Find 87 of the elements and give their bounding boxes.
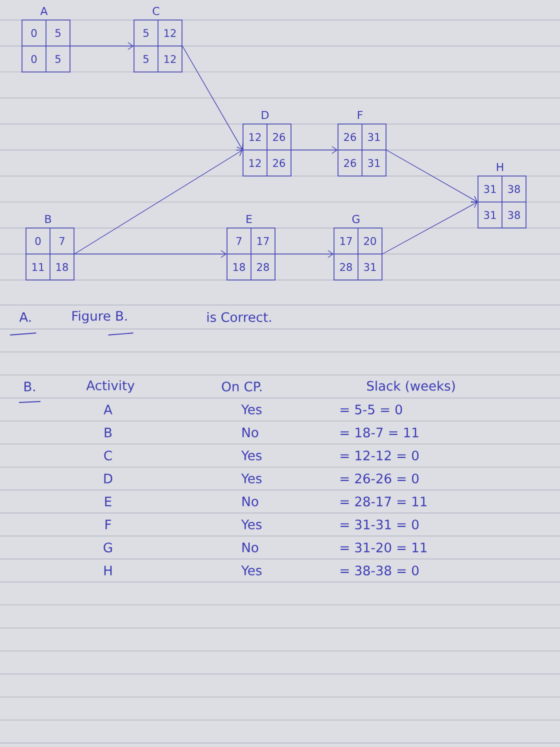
- node-label: 26: [344, 133, 356, 141]
- arrow: [291, 146, 338, 154]
- activity-box: 0 7 11 18: [26, 228, 74, 280]
- activity-letter: E: [246, 215, 252, 224]
- table-cell: = 38-38 = 0: [340, 566, 419, 576]
- node-label: 18: [56, 263, 68, 271]
- activity-letter: H: [496, 163, 504, 172]
- activity-box: 26 31 26 31: [338, 124, 386, 176]
- node-label: 18: [233, 263, 245, 271]
- node-label: 12: [164, 55, 176, 63]
- arrow: [275, 250, 334, 258]
- node-label: 5: [143, 29, 148, 37]
- arrow: [74, 250, 227, 258]
- node-label: 0: [35, 237, 41, 245]
- column-header: Slack (weeks): [367, 380, 455, 392]
- node-label: 17: [257, 237, 269, 245]
- table-cell: = 12-12 = 0: [340, 450, 419, 460]
- table-cell: E: [105, 496, 112, 506]
- table-cell: Yes: [241, 566, 262, 576]
- activity-box: 31 38 31 38: [478, 176, 526, 228]
- answer-text: is Correct.: [207, 312, 271, 322]
- table-cell: = 26-26 = 0: [340, 474, 419, 484]
- activity-letter: G: [352, 214, 360, 224]
- activity-letter: F: [358, 111, 363, 119]
- node-label: 28: [340, 263, 352, 271]
- arrow: [382, 201, 478, 254]
- table-cell: = 18-7 = 11: [340, 428, 418, 438]
- activity-letter: C: [152, 6, 160, 16]
- node-label: 38: [508, 185, 520, 193]
- node-label: 38: [508, 211, 520, 219]
- node-label: 12: [249, 133, 261, 141]
- table-cell: No: [242, 428, 258, 438]
- node-label: 17: [340, 237, 352, 245]
- node-label: 12: [249, 159, 261, 167]
- table-cell: = 28-17 = 11: [340, 496, 426, 506]
- node-label: 20: [364, 237, 376, 245]
- table-cell: G: [104, 542, 112, 552]
- node-label: 26: [344, 159, 356, 167]
- node-label: 31: [484, 211, 496, 219]
- column-header: Activity: [86, 380, 134, 393]
- table-cell: Yes: [241, 474, 262, 484]
- node-label: 31: [368, 159, 380, 167]
- table-cell: No: [242, 542, 258, 552]
- table-cell: H: [104, 566, 112, 576]
- activity-letter: B: [45, 215, 51, 224]
- column-header: On CP.: [222, 382, 262, 392]
- node-label: 5: [55, 55, 60, 63]
- node-label: 12: [164, 29, 176, 37]
- arrow: [70, 42, 134, 50]
- node-label: 7: [236, 237, 242, 245]
- answer-text: Figure B.: [72, 310, 127, 324]
- activity-box: 17 20 28 31: [334, 228, 382, 280]
- table-cell: Yes: [241, 404, 262, 414]
- node-label: 31: [484, 185, 496, 193]
- table-cell: Yes: [241, 450, 262, 460]
- activity-letter: D: [262, 111, 269, 119]
- question-number: B.: [24, 382, 35, 392]
- arrow: [182, 46, 244, 150]
- node-label: 0: [31, 29, 37, 37]
- activity-box: 0 5 0 5: [22, 20, 70, 72]
- node-label: 0: [31, 55, 37, 63]
- node-label: 7: [60, 237, 64, 245]
- table-cell: Yes: [241, 520, 262, 530]
- node-label: 5: [143, 55, 148, 63]
- node-label: 31: [368, 133, 380, 141]
- node-label: 5: [55, 29, 60, 37]
- node-label: 28: [257, 263, 269, 271]
- table-cell: D: [104, 474, 112, 484]
- table-cell: No: [242, 496, 258, 506]
- arrow: [74, 150, 243, 254]
- question-number: A.: [19, 312, 31, 322]
- table-cell: B: [104, 428, 112, 438]
- activity-box: 5 12 5 12: [134, 20, 182, 72]
- arrow: [386, 150, 478, 203]
- node-label: 26: [273, 159, 286, 167]
- activity-letter: A: [40, 7, 48, 15]
- activity-box: 7 17 18 28: [226, 228, 276, 280]
- node-label: 26: [273, 133, 286, 141]
- activity-box: 12 26 12 26: [242, 124, 292, 176]
- table-cell: F: [106, 520, 111, 530]
- table-cell: A: [104, 404, 112, 414]
- node-label: 11: [32, 263, 44, 271]
- table-cell: = 5-5 = 0: [340, 404, 402, 414]
- table-cell: = 31-31 = 0: [340, 520, 419, 530]
- table-cell: = 31-20 = 11: [340, 542, 426, 552]
- node-label: 31: [364, 263, 376, 271]
- table-cell: C: [104, 450, 112, 460]
